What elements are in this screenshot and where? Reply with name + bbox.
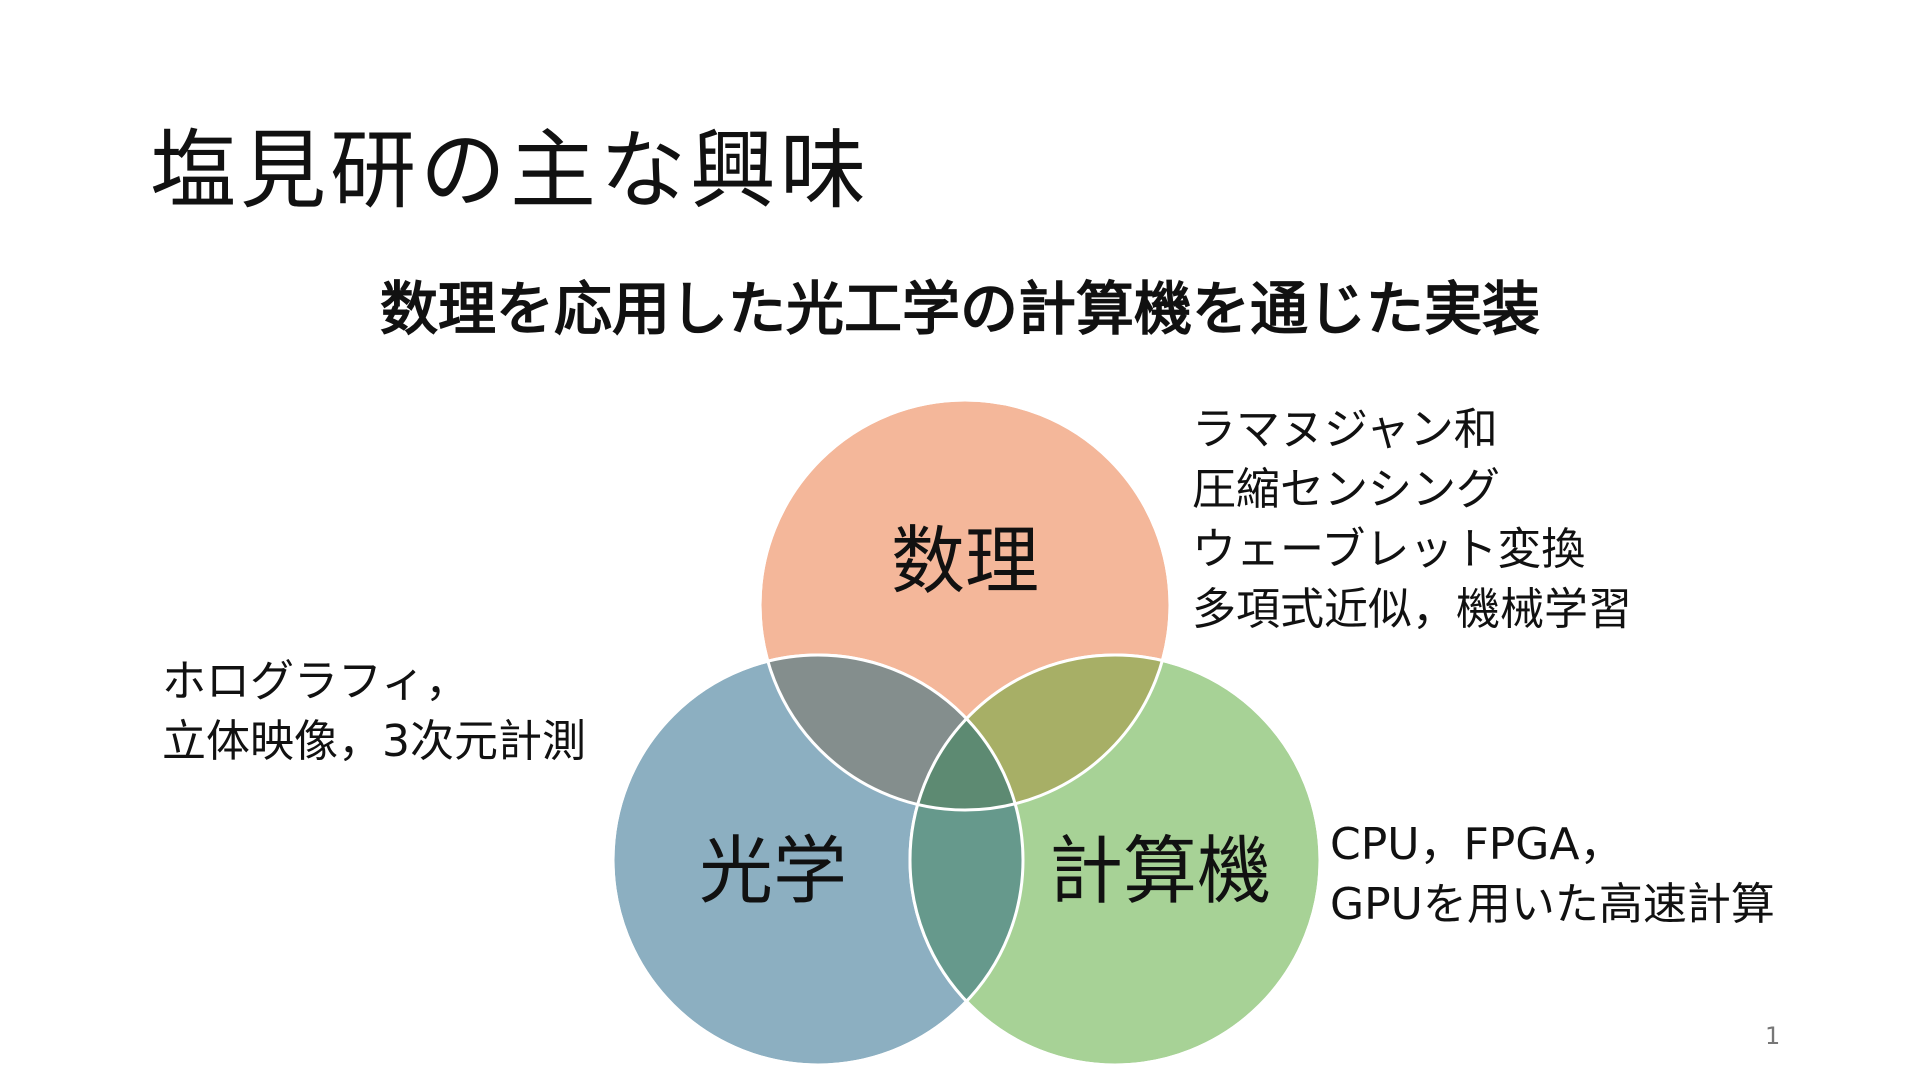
math-note-line: 圧縮センシング (1192, 464, 1500, 515)
math-note-line: ウェーブレット変換 (1192, 524, 1586, 575)
math-note-line: 多項式近似，機械学習 (1192, 584, 1632, 635)
venn-label-optics: 光学 (699, 828, 847, 915)
math-notes: ラマヌジャン和 圧縮センシング ウェーブレット変換 多項式近似，機械学習 (1192, 400, 1632, 640)
venn-overlap-math-optics (760, 655, 1023, 810)
math-note-line: ラマヌジャン和 (1192, 404, 1498, 455)
computing-note-line: CPU，FPGA， (1330, 819, 1624, 870)
page-number: 1 (1765, 1022, 1781, 1050)
venn-overlap-math-computing (910, 655, 1170, 810)
optics-note-line: ホログラフィ， (162, 656, 470, 707)
slide-title: 塩見研の主な興味 (150, 121, 870, 221)
optics-note-line: 立体映像，3次元計測 (162, 716, 586, 767)
computing-notes: CPU，FPGA， GPUを用いた高速計算 (1330, 815, 1775, 935)
optics-notes: ホログラフィ， 立体映像，3次元計測 (162, 652, 586, 772)
slide-subtitle: 数理を応用した光工学の計算機を通じた実装 (379, 275, 1540, 343)
computing-note-line: GPUを用いた高速計算 (1330, 879, 1775, 930)
venn-label-math: 数理 (891, 518, 1039, 605)
venn-label-computing: 計算機 (1049, 828, 1271, 915)
